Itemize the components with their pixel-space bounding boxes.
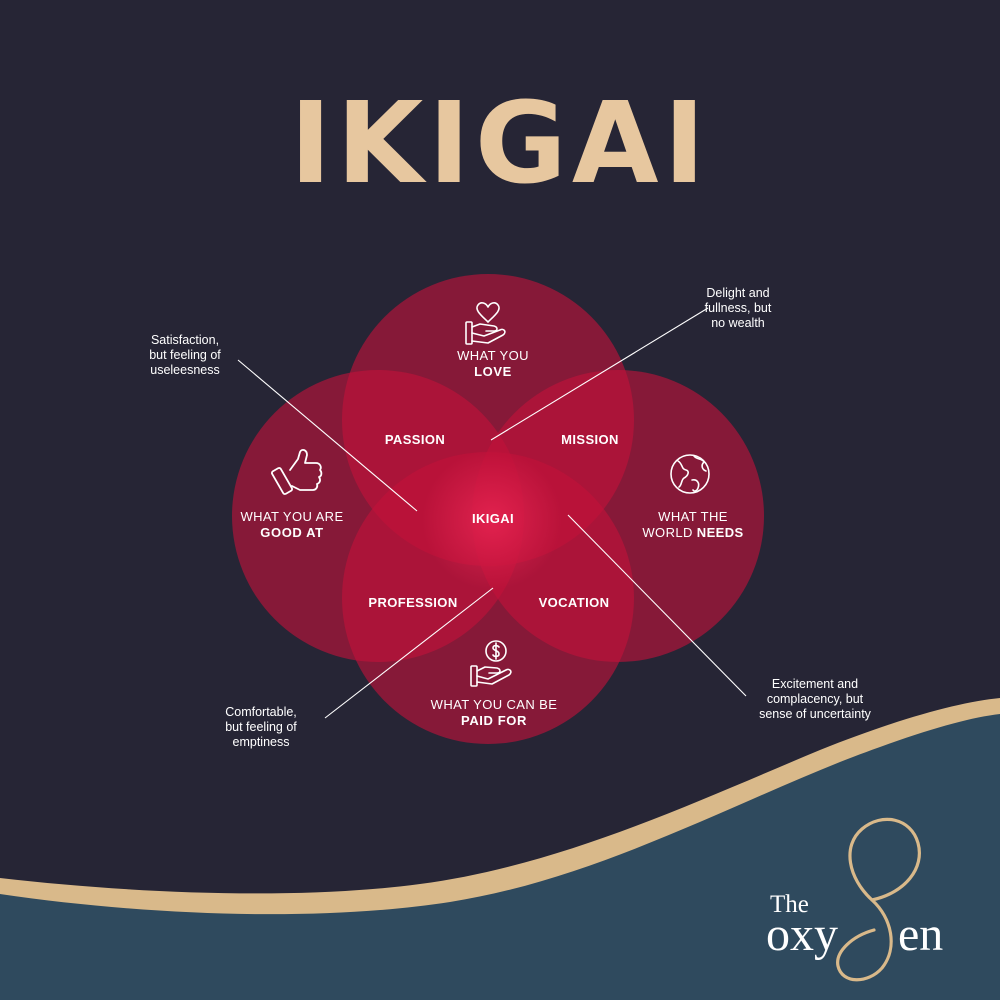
logo-oxy: oxy — [766, 908, 838, 961]
region-mission: MISSION — [561, 432, 619, 447]
wave-blue — [0, 714, 1000, 1000]
region-profession: PROFESSION — [368, 595, 457, 610]
annotation-bottom-left-line: but feeling of — [225, 720, 297, 734]
annotation-bottom-right-line: sense of uncertainty — [759, 707, 872, 721]
label-world-needs-line2: WORLD NEEDS — [642, 525, 743, 540]
annotation-top-right: Delight and fullness, but no wealth — [705, 286, 772, 330]
annotation-top-right-line: fullness, but — [705, 301, 772, 315]
money-hand-icon — [470, 640, 512, 687]
annotation-top-right-line: no wealth — [711, 316, 765, 330]
annotation-top-right-line: Delight and — [706, 286, 769, 300]
label-paid-for-line1: WHAT YOU CAN BE — [431, 697, 558, 712]
thumbs-up-icon — [271, 448, 323, 495]
label-love-line2: LOVE — [474, 364, 512, 379]
annotation-bottom-left-line: emptiness — [233, 735, 290, 749]
leader-line-top-left — [237, 359, 418, 512]
annotation-top-left-line: useleesness — [150, 363, 220, 377]
globe-icon — [670, 454, 710, 494]
label-paid-for-line2: PAID FOR — [461, 713, 527, 728]
annotation-bottom-right-line: complacency, but — [767, 692, 864, 706]
region-vocation: VOCATION — [539, 595, 610, 610]
heart-in-hand-icon — [465, 302, 506, 345]
annotation-top-left: Satisfaction, but feeling of useleesness — [149, 333, 221, 377]
leader-line-bottom-left — [324, 587, 494, 719]
logo-swirl-icon — [836, 817, 921, 982]
brand-logo: The oxy en — [766, 817, 943, 982]
annotation-bottom-left-line: Comfortable, — [225, 705, 297, 719]
annotation-bottom-left: Comfortable, but feeling of emptiness — [225, 705, 297, 749]
logo-en: en — [898, 908, 943, 961]
region-passion: PASSION — [385, 432, 445, 447]
logo-the: The — [770, 891, 809, 918]
annotation-bottom-right-line: Excitement and — [772, 677, 858, 691]
label-love-line1: WHAT YOU — [457, 348, 529, 363]
annotation-top-left-line: but feeling of — [149, 348, 221, 362]
center-glow — [422, 450, 562, 590]
annotation-bottom-right: Excitement and complacency, but sense of… — [759, 677, 872, 721]
page-title: IKIGAI — [290, 79, 710, 209]
leader-line-bottom-right — [567, 514, 747, 697]
label-good-at-line2: GOOD AT — [260, 525, 323, 540]
label-world-needs-line1: WHAT THE — [658, 509, 728, 524]
annotation-lines — [237, 307, 747, 719]
annotation-top-left-line: Satisfaction, — [151, 333, 219, 347]
region-ikigai: IKIGAI — [472, 511, 514, 526]
label-world-needs-word: WORLD — [642, 525, 692, 540]
venn-diagram — [232, 274, 764, 744]
leader-line-top-right — [490, 307, 709, 441]
label-good-at-line1: WHAT YOU ARE — [240, 509, 343, 524]
label-world-needs-bold: NEEDS — [697, 525, 744, 540]
